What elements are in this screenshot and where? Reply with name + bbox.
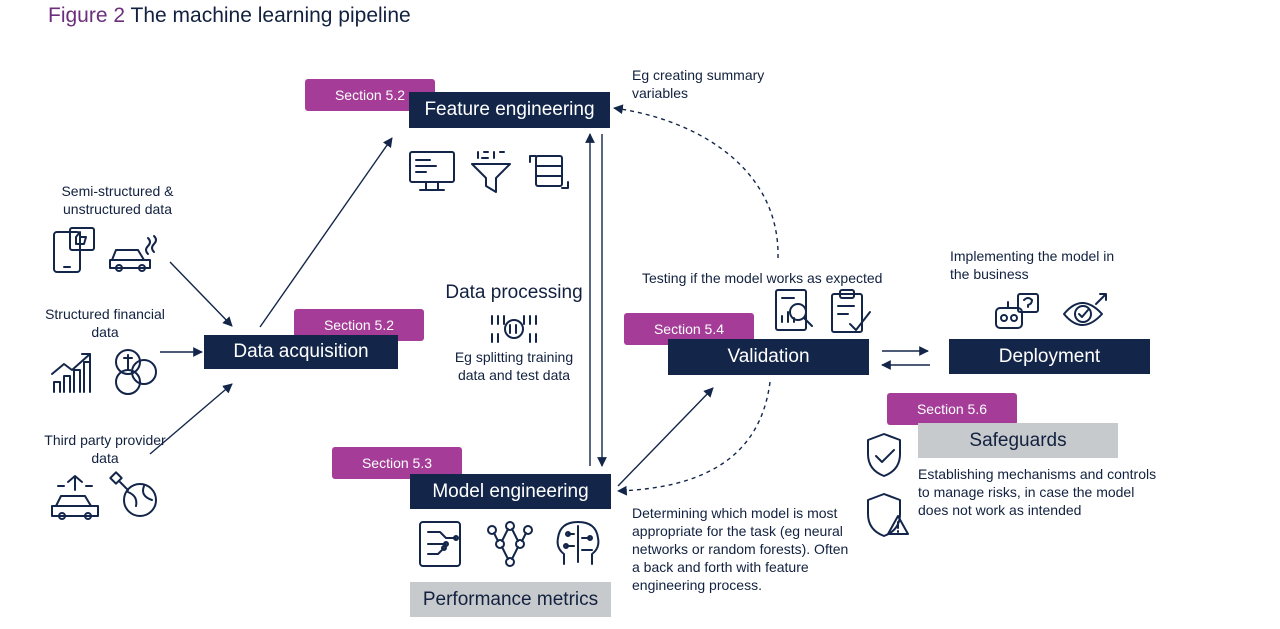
arrow-thirdparty-to-acquisition [149,383,233,455]
figure-caption: The machine learning pipeline [130,4,411,27]
deployment-box: Deployment [949,339,1150,374]
section-tag-model-engineering: Section 5.3 [332,447,462,479]
car-emissions-icon [109,235,157,272]
figure-title: Figure 2 The machine learning pipeline [48,4,411,28]
report-search-icon [775,289,813,331]
monitor-code-icon [409,151,455,191]
safeguards-box: Safeguards [918,423,1118,458]
feature-engineering-note: Eg creating summary variables [632,67,765,101]
brain-circuit-icon [556,521,600,565]
filter-funnel-icon [471,151,511,193]
section-tag-safeguards: Section 5.6 [887,393,1017,425]
binary-data-icon [491,315,537,343]
target-check-icon [1063,293,1107,326]
dashed-validation-to-model [617,381,771,496]
arrow-semi-to-acquisition [169,261,233,327]
data-processing-note: Eg splitting training data and test data [454,349,574,383]
arrow-acquisition-to-feature [259,137,393,328]
performance-metrics-box: Performance metrics [410,582,611,617]
shield-warning-icon [867,493,909,537]
phone-thumbs-up-icon [53,227,95,273]
safeguards-note: Establishing mechanisms and controls to … [918,466,1157,518]
data-processing-label: Data processing [445,282,583,303]
feature-engineering-box: Feature engineering [409,92,610,128]
circuit-board-icon [419,521,461,567]
satellite-globe-icon [109,471,157,517]
model-selection-note: Determining which model is most appropri… [632,505,849,593]
shield-check-icon [867,433,901,477]
figure-number: Figure 2 [48,4,126,27]
clipboard-check-icon [831,289,871,333]
source-semi-structured: Semi-structured & unstructured data [61,183,174,217]
source-structured: Structured financial data [45,306,165,340]
neural-network-icon [487,521,533,567]
dashed-validation-to-feature [613,104,779,259]
growth-chart-icon [51,353,91,393]
data-acquisition-box: Data acquisition [204,335,398,369]
arrow-model-to-validation [617,387,714,487]
validation-box: Validation [668,339,869,375]
connected-car-icon [51,475,99,520]
database-cycle-icon [529,155,569,189]
currency-coins-icon [115,349,157,395]
deployment-note: Implementing the model in the business [950,248,1115,282]
model-engineering-box: Model engineering [410,474,611,509]
source-third-party: Third party provider data [44,432,166,466]
validation-note: Testing if the model works as expected [642,270,883,286]
robot-question-icon [995,293,1039,329]
